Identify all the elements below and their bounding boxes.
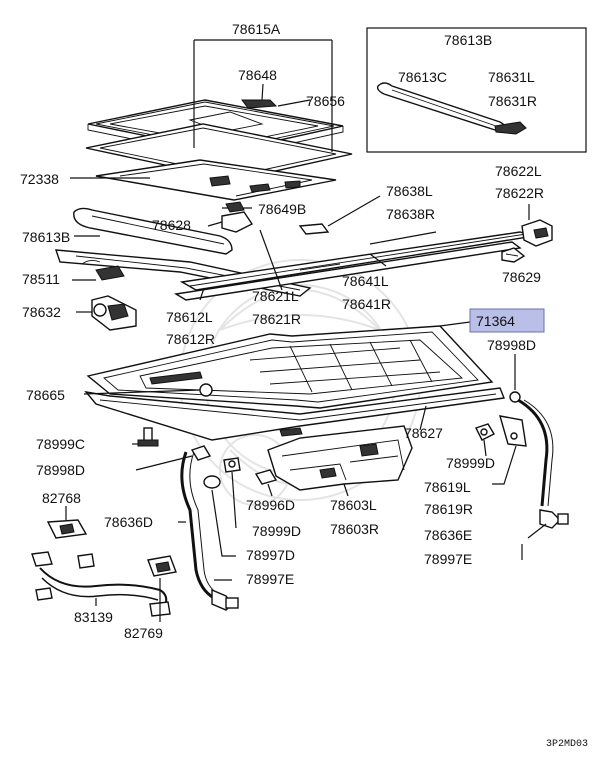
label-78638R: 78638R: [386, 206, 435, 222]
label-78999D-right: 78999D: [446, 455, 495, 471]
label-78636E: 78636E: [424, 527, 472, 543]
label-78997E-right: 78997E: [424, 551, 472, 567]
label-78649B: 78649B: [258, 201, 306, 217]
diagram-code: 3P2MD03: [546, 739, 588, 750]
label-78998D-left: 78998D: [36, 462, 85, 478]
label-78636D: 78636D: [104, 514, 153, 530]
label-78996D: 78996D: [246, 497, 295, 513]
inset-box: [366, 27, 587, 153]
label-78632: 78632: [22, 304, 61, 320]
bolt-78999D-left: [223, 457, 241, 529]
label-71364: 71364: [476, 313, 515, 329]
drain-channel-part: [83, 383, 505, 441]
label-78631L: 78631L: [488, 69, 535, 85]
label-78641L: 78641L: [342, 273, 389, 289]
switch-82769: [147, 555, 177, 622]
label-78997E-left: 78997E: [246, 571, 294, 587]
label-78627: 78627: [404, 425, 443, 441]
left-front-drain-hose: [178, 451, 239, 611]
grommet-78997D: [203, 475, 236, 557]
label-82768: 82768: [42, 490, 81, 506]
side-bracket-78603: [267, 425, 413, 497]
label-78648: 78648: [238, 67, 277, 83]
rail-clip-part: [501, 247, 526, 263]
leader-lines-lower: [214, 544, 523, 581]
label-78613C: 78613C: [398, 69, 447, 85]
label-78603L: 78603L: [330, 497, 377, 513]
label-78629: 78629: [502, 269, 541, 285]
grommet-78998D-right: [509, 354, 521, 403]
bracket-78619: [492, 415, 527, 485]
label-78622R: 78622R: [495, 185, 544, 201]
label-78621L: 78621L: [252, 288, 299, 304]
leader-lines-top: [70, 39, 333, 209]
label-83139: 83139: [74, 609, 113, 625]
label-78631R: 78631R: [488, 93, 537, 109]
leader-78627: [419, 405, 427, 431]
label-78619L: 78619L: [424, 479, 471, 495]
label-78665: 78665: [26, 387, 65, 403]
rear-bracket-part: [521, 204, 553, 247]
bolt-78999C: [132, 427, 159, 447]
clip-78996D: [254, 469, 278, 497]
label-78998D-right: 78998D: [487, 337, 536, 353]
shade-handle-part: [376, 82, 527, 135]
guide-rail-part: [173, 231, 535, 301]
bracket-part: [298, 195, 381, 235]
label-78628: 78628: [152, 217, 191, 233]
motor-part: [76, 295, 137, 331]
label-78656: 78656: [306, 93, 345, 109]
label-78612R: 78612R: [166, 331, 215, 347]
grommet-78998D-left: [135, 445, 212, 471]
label-78997D: 78997D: [246, 547, 295, 563]
leader-lines-mid: [199, 229, 437, 301]
bolt-78999D-right: [475, 423, 495, 457]
sunshade-rail-part: [73, 207, 233, 255]
label-78622L: 78622L: [495, 163, 542, 179]
label-78603R: 78603R: [330, 521, 379, 537]
label-78612L: 78612L: [166, 309, 213, 325]
right-rear-drain-hose: [517, 398, 569, 539]
label-78641R: 78641R: [342, 296, 391, 312]
label-78615A: 78615A: [232, 21, 281, 37]
label-82769: 82769: [124, 625, 163, 641]
label-78511: 78511: [22, 271, 60, 287]
highlight-71364: [469, 308, 545, 333]
label-78613B: 78613B: [22, 229, 70, 245]
label-78621R: 78621R: [252, 311, 301, 327]
label-78619R: 78619R: [424, 501, 473, 517]
label-78999C: 78999C: [36, 436, 85, 452]
label-72338: 72338: [20, 171, 59, 187]
label-78613B-inset: 78613B: [444, 32, 492, 48]
sunshade-part: [95, 159, 337, 201]
label-78638L: 78638L: [386, 183, 433, 199]
sunroof-frame-part: [86, 321, 494, 409]
part-labels: 78615A 78648 78656 78613B 78613C 78631L …: [20, 21, 588, 750]
clip-part: [207, 201, 254, 233]
switch-82768: [46, 506, 88, 539]
label-78999D-left: 78999D: [252, 523, 301, 539]
